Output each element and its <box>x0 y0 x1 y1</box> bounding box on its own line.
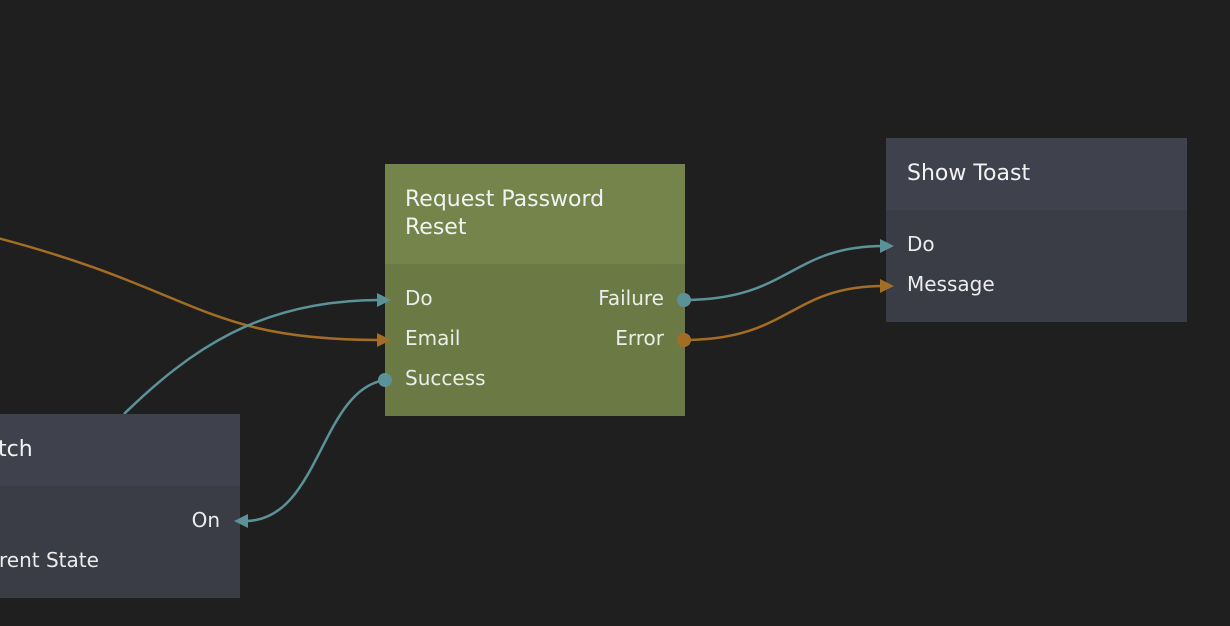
connection-wire-do[interactable] <box>123 298 381 415</box>
port-dot-error[interactable] <box>677 333 691 347</box>
input-port-email[interactable]: Email <box>405 326 461 350</box>
output-port-failure[interactable]: Failure <box>598 286 664 310</box>
node-body: Do Message <box>886 210 1187 322</box>
node-header[interactable]: tch <box>0 414 240 486</box>
input-port-do[interactable]: Do <box>907 232 935 256</box>
switch-node[interactable]: tch On rent State <box>0 414 240 598</box>
arrow-marker-email[interactable] <box>377 333 391 347</box>
node-header[interactable]: Show Toast <box>886 138 1187 210</box>
arrow-marker-toast-do[interactable] <box>880 239 894 253</box>
output-port-error[interactable]: Error <box>615 326 664 350</box>
node-title-line-2: Reset <box>405 215 467 240</box>
node-title: Show Toast <box>907 161 1031 186</box>
arrow-marker-on[interactable] <box>234 514 248 528</box>
arrow-marker-do[interactable] <box>377 293 391 307</box>
request-password-reset-node[interactable]: Request Password Reset Do Email Success … <box>385 164 685 416</box>
port-current-state[interactable]: rent State <box>0 548 99 572</box>
input-port-do[interactable]: Do <box>405 286 433 310</box>
node-body: On rent State <box>0 486 240 598</box>
node-title-line-1: Request Password <box>405 187 605 212</box>
connection-wire-success-to-on[interactable] <box>245 378 386 523</box>
input-port-success[interactable]: Success <box>405 366 486 390</box>
output-port-on[interactable]: On <box>191 508 220 532</box>
arrow-marker-toast-message[interactable] <box>880 279 894 293</box>
connection-wire-error-to-message[interactable] <box>683 284 885 342</box>
port-dot-success[interactable] <box>378 373 392 387</box>
input-port-message[interactable]: Message <box>907 272 995 296</box>
node-body: Do Email Success Failure Error <box>385 264 685 416</box>
port-dot-failure[interactable] <box>677 293 691 307</box>
node-header[interactable]: Request Password Reset <box>385 164 685 264</box>
node-title: tch <box>0 437 33 462</box>
connection-wire-email[interactable] <box>0 236 381 342</box>
show-toast-node[interactable]: Show Toast Do Message <box>886 138 1187 322</box>
connection-wire-failure-to-do[interactable] <box>683 244 885 302</box>
